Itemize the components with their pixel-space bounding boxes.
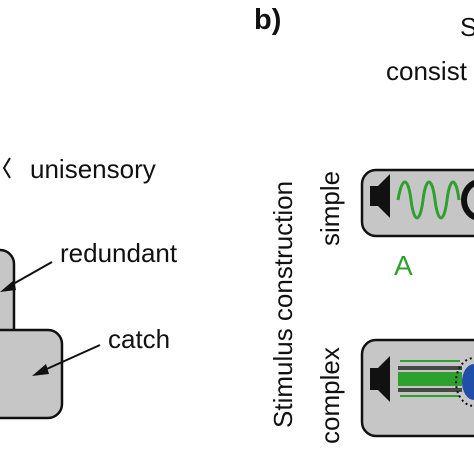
speaker-icon	[370, 356, 390, 402]
sine-wave-icon	[396, 180, 461, 220]
catch-arrowhead	[32, 364, 49, 376]
complex-row-label: complex	[315, 347, 345, 444]
unisensory-label: unisensory	[30, 154, 156, 184]
noise-burst-icon	[398, 360, 462, 397]
catch-block	[0, 328, 64, 420]
unisensory-marker-icon	[2, 157, 11, 179]
catch-arrow	[39, 344, 101, 373]
simple-stimulus-box	[360, 168, 474, 238]
panel-title-line1: S	[460, 12, 474, 42]
redundant-label: redundant	[60, 238, 178, 268]
auditory-modality-label: A	[394, 250, 413, 281]
stimulus-construction-label: Stimulus construction	[268, 180, 298, 428]
speaker-icon	[370, 174, 390, 218]
panel-title-line2: consist	[386, 56, 467, 86]
simple-row-label: simple	[315, 170, 345, 246]
visual-noise-patch-icon	[455, 357, 474, 407]
catch-label: catch	[108, 324, 171, 354]
redundant-arrowhead	[0, 280, 16, 292]
panel-label: b)	[254, 4, 282, 36]
redundant-block	[0, 248, 16, 352]
